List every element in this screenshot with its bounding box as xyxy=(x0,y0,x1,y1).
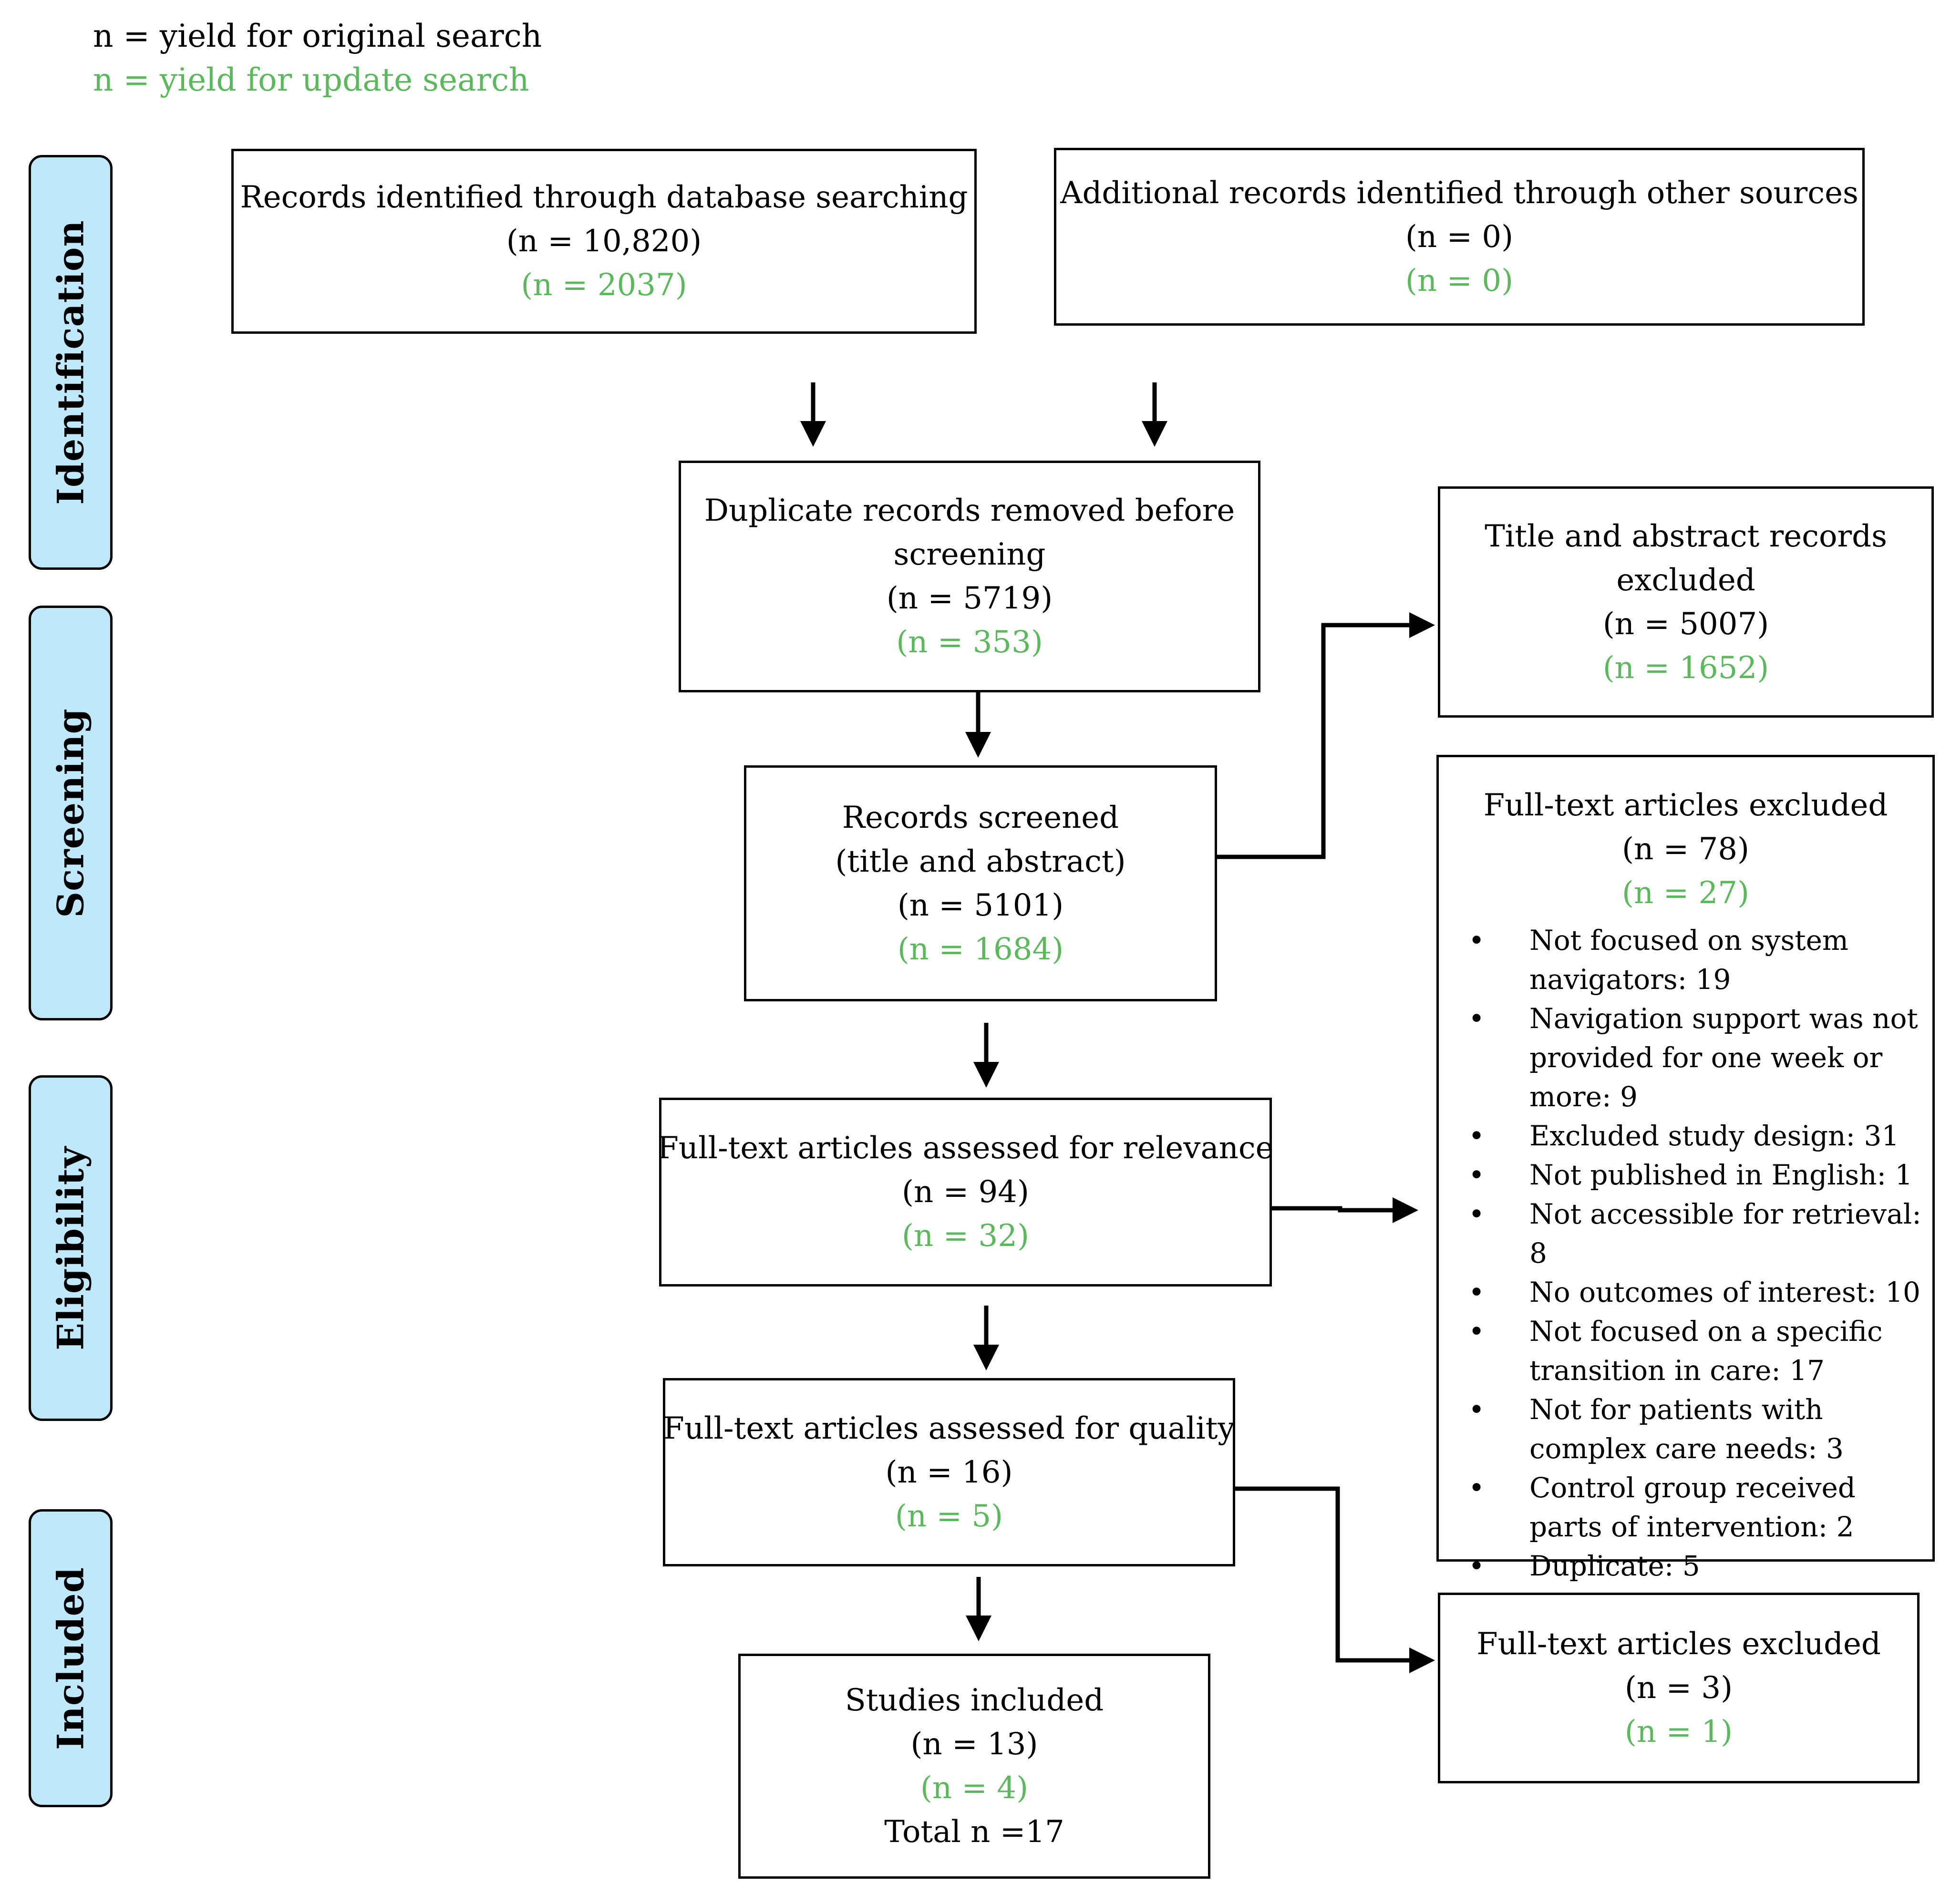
phase-screening: Screening xyxy=(29,606,113,1020)
fulltext-quality-n-update: (n = 5) xyxy=(895,1498,1003,1534)
fulltext-quality-title: Full-text articles assessed for quality xyxy=(663,1410,1235,1446)
box-records-screened: Records screened (title and abstract) (n… xyxy=(744,765,1217,1001)
title-abstract-excluded-title-line1: Title and abstract records xyxy=(1485,518,1887,554)
phase-identification: Identification xyxy=(29,155,113,570)
phase-eligibility: Eligibility xyxy=(29,1075,113,1421)
records-screened-n-update: (n = 1684) xyxy=(897,931,1064,967)
exclusion-reason: •Duplicate: 5 xyxy=(1468,1550,1700,1582)
box-duplicates-removed: Duplicate records removed before screeni… xyxy=(679,461,1260,692)
exclusion-reasons-list: •Not focused on system navigators: 19 •N… xyxy=(1439,921,1932,1585)
duplicates-title-line1: Duplicate records removed before xyxy=(704,493,1235,528)
fulltext-excluded-title: Full-text articles excluded xyxy=(1483,788,1888,823)
fulltext-relevance-n-update: (n = 32) xyxy=(902,1218,1029,1254)
box-fulltext-excluded-reasons: Full-text articles excluded (n = 78) (n … xyxy=(1436,755,1935,1582)
exclusion-reason: •No outcomes of interest: 10 xyxy=(1468,1276,1920,1308)
studies-included-n-original: (n = 13) xyxy=(910,1727,1038,1762)
exclusion-reason: •Not accessible for retrieval: 8 xyxy=(1468,1198,1921,1269)
other-sources-n-original: (n = 0) xyxy=(1405,219,1514,255)
box-title-abstract-excluded: Title and abstract records excluded (n =… xyxy=(1438,486,1934,718)
legend-original: n = yield for original search xyxy=(93,18,542,54)
fulltext-relevance-title: Full-text articles assessed for relevanc… xyxy=(657,1131,1274,1166)
exclusion-reason: •Not for patients with complex care need… xyxy=(1468,1393,1844,1465)
title-abstract-excluded-title-line2: excluded xyxy=(1616,562,1755,598)
exclusion-reason: •Navigation support was not provided for… xyxy=(1468,1002,1918,1113)
fulltext-excluded-quality-n-original: (n = 3) xyxy=(1624,1670,1733,1706)
box-database-search: Records identified through database sear… xyxy=(231,149,977,334)
box-studies-included: Studies included (n = 13) (n = 4) Total … xyxy=(738,1654,1210,1879)
studies-included-n-update: (n = 4) xyxy=(920,1770,1029,1806)
fulltext-excluded-quality-n-update: (n = 1) xyxy=(1624,1714,1733,1750)
records-screened-title-line1: Records screened xyxy=(842,800,1119,835)
studies-included-title: Studies included xyxy=(845,1683,1104,1718)
studies-included-total: Total n =17 xyxy=(884,1814,1064,1850)
phase-included: Included xyxy=(29,1509,113,1807)
records-screened-n-original: (n = 5101) xyxy=(897,887,1064,923)
exclusion-reason: •Not published in English: 1 xyxy=(1468,1159,1913,1191)
duplicates-title-line2: screening xyxy=(893,537,1046,572)
duplicates-n-update: (n = 353) xyxy=(896,625,1043,660)
exclusion-reason: •Control group received parts of interve… xyxy=(1468,1472,1856,1543)
fulltext-excluded-quality-title: Full-text articles excluded xyxy=(1476,1626,1881,1662)
box-fulltext-relevance: Full-text articles assessed for relevanc… xyxy=(657,1098,1274,1286)
other-sources-title: Additional records identified through ot… xyxy=(1060,175,1858,211)
fulltext-relevance-n-original: (n = 94) xyxy=(902,1174,1029,1210)
title-abstract-excluded-n-original: (n = 5007) xyxy=(1602,606,1769,642)
fulltext-excluded-n-update: (n = 27) xyxy=(1622,875,1749,911)
fulltext-quality-n-original: (n = 16) xyxy=(885,1454,1013,1490)
arrow-screened-to-title-abstract-excluded xyxy=(1216,612,1435,859)
exclusion-reason: •Excluded study design: 31 xyxy=(1468,1120,1899,1152)
exclusion-reason: •Not focused on a specific transition in… xyxy=(1468,1315,1883,1387)
arrow-relevance-to-fulltext-excluded xyxy=(1271,1197,1418,1223)
records-screened-title-line2: (title and abstract) xyxy=(835,844,1126,879)
database-search-n-original: (n = 10,820) xyxy=(506,224,702,259)
arrow-quality-to-excluded xyxy=(1234,1486,1435,1673)
fulltext-excluded-n-original: (n = 78) xyxy=(1622,832,1749,867)
database-search-title: Records identified through database sear… xyxy=(240,180,968,215)
legend-update: n = yield for update search xyxy=(93,62,529,98)
box-fulltext-excluded-quality: Full-text articles excluded (n = 3) (n =… xyxy=(1438,1593,1920,1783)
box-other-sources: Additional records identified through ot… xyxy=(1054,148,1865,326)
box-fulltext-quality: Full-text articles assessed for quality … xyxy=(663,1378,1235,1566)
duplicates-n-original: (n = 5719) xyxy=(886,581,1053,616)
other-sources-n-update: (n = 0) xyxy=(1405,263,1514,298)
title-abstract-excluded-n-update: (n = 1652) xyxy=(1602,650,1769,686)
database-search-n-update: (n = 2037) xyxy=(521,268,687,303)
exclusion-reason: •Not focused on system navigators: 19 xyxy=(1468,924,1848,996)
